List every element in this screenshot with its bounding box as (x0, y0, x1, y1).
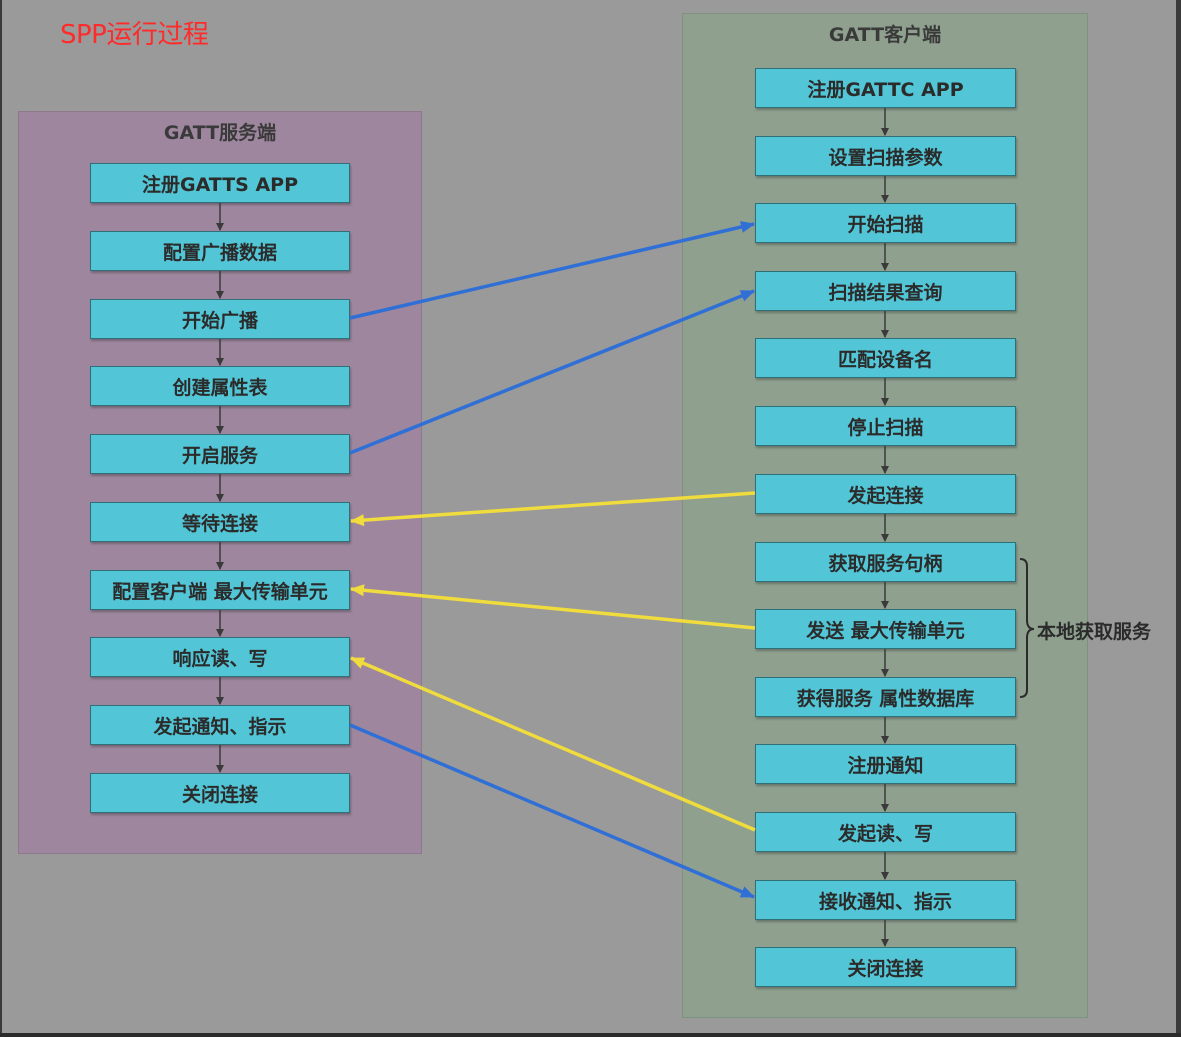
server-step-send-notify: 发起通知、指示 (90, 705, 350, 745)
server-step-config-mtu: 配置客户端 最大传输单元 (90, 570, 350, 610)
window-left-edge (0, 0, 2, 1037)
client-step-register-notify: 注册通知 (755, 744, 1016, 784)
window-right-edge (1176, 0, 1181, 1037)
server-step-wait-connect: 等待连接 (90, 502, 350, 542)
client-step-start-scan: 开始扫描 (755, 203, 1016, 243)
client-step-get-service-handle: 获取服务句柄 (755, 542, 1016, 582)
client-step-match-name: 匹配设备名 (755, 338, 1016, 378)
gatt-client-title: GATT客户端 (828, 24, 942, 46)
server-step-config-adv-data: 配置广播数据 (90, 231, 350, 271)
server-step-register-app: 注册GATTS APP (90, 163, 350, 203)
server-step-close-connect: 关闭连接 (90, 773, 350, 813)
client-step-register-app: 注册GATTC APP (755, 68, 1016, 108)
client-step-get-attr-db: 获得服务 属性数据库 (755, 677, 1016, 717)
server-step-start-service: 开启服务 (90, 434, 350, 474)
client-step-receive-notify: 接收通知、指示 (755, 880, 1016, 920)
diagram-title: SPP运行过程 (60, 20, 209, 50)
server-step-start-adv: 开始广播 (90, 299, 350, 339)
server-step-create-attr-table: 创建属性表 (90, 366, 350, 406)
gatt-server-title: GATT服务端 (163, 122, 277, 144)
client-step-close-connect: 关闭连接 (755, 947, 1016, 987)
client-step-connect: 发起连接 (755, 474, 1016, 514)
client-step-send-mtu: 发送 最大传输单元 (755, 609, 1016, 649)
local-service-label: 本地获取服务 (1037, 621, 1152, 643)
client-step-scan-result: 扫描结果查询 (755, 271, 1016, 311)
window-bottom-edge (0, 1033, 1181, 1037)
client-step-stop-scan: 停止扫描 (755, 406, 1016, 446)
client-step-read-write: 发起读、写 (755, 812, 1016, 852)
server-step-respond-rw: 响应读、写 (90, 637, 350, 677)
client-step-set-scan-params: 设置扫描参数 (755, 136, 1016, 176)
